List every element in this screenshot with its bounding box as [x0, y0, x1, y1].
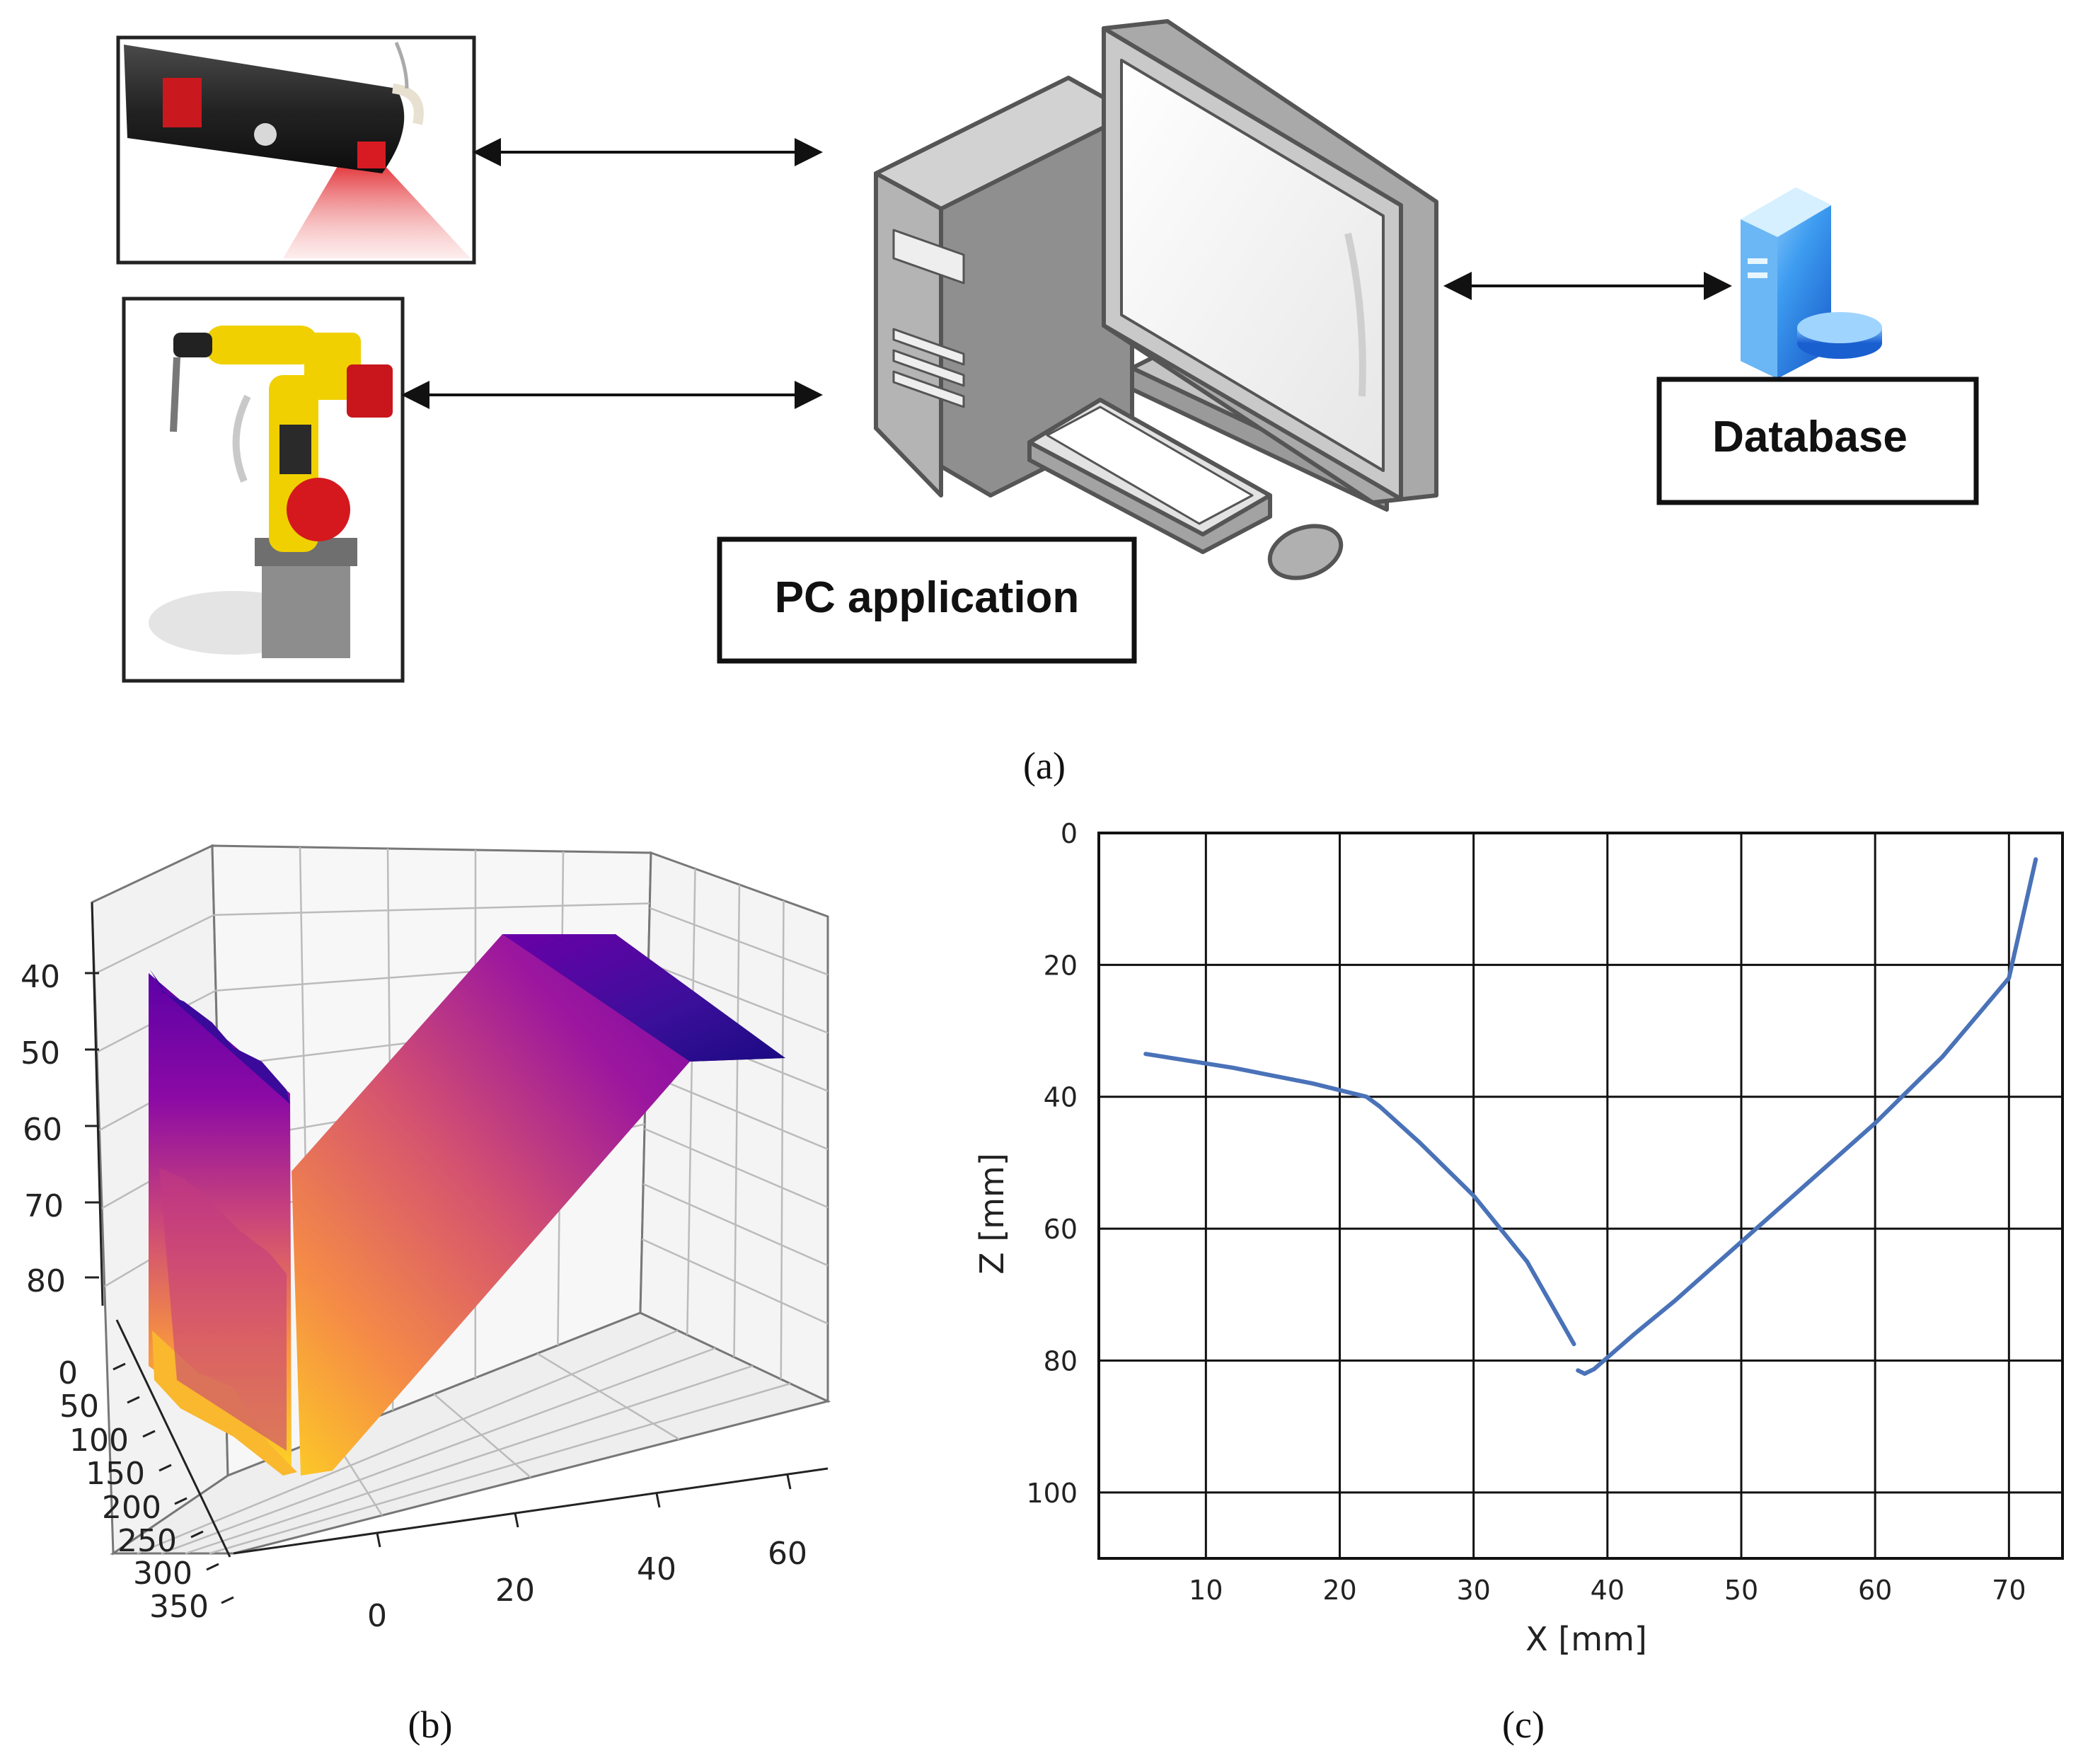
- grid-line-3d: [647, 962, 829, 1034]
- database-server-icon: [1741, 188, 1882, 379]
- x-tick-mark: [514, 1512, 519, 1528]
- x-tick-label: 40: [1591, 1575, 1625, 1606]
- z-tick-label: 60: [23, 1112, 62, 1148]
- y-tick-label: 80: [1044, 1345, 1078, 1376]
- y-tick-mark: [158, 1464, 172, 1472]
- x-tick-label: 10: [1189, 1575, 1223, 1606]
- grid-line-3d: [161, 1347, 716, 1555]
- welding-robot-photo: [122, 297, 405, 683]
- x-tick-label: 60: [1858, 1575, 1892, 1606]
- grid-line-3d: [780, 900, 785, 1379]
- x-tick-label: 0: [367, 1598, 387, 1634]
- grid-line-3d: [733, 884, 741, 1357]
- y-tick-mark: [142, 1430, 156, 1438]
- surface: [149, 934, 785, 1476]
- series-line-1: [1143, 1052, 1576, 1347]
- grid-line-3d: [536, 1352, 680, 1440]
- y-tick-label: 250: [117, 1523, 177, 1559]
- x-tick-label: 60: [768, 1536, 807, 1572]
- database-box: [1656, 377, 1979, 505]
- grid-line-3d: [93, 914, 214, 975]
- grid-line-3d: [645, 1072, 829, 1150]
- x-tick-label: 70: [1992, 1575, 2026, 1606]
- y-tick-label: 100: [1026, 1478, 1078, 1509]
- grid-line-3d: [137, 1329, 679, 1555]
- y-tick-label: 0: [58, 1355, 78, 1391]
- y-tick-mark: [127, 1396, 140, 1404]
- caption-a: (a): [1023, 745, 1066, 787]
- y-axis-label: Z [mm]: [973, 1153, 1011, 1275]
- pc-application-label: PC application: [775, 573, 1080, 622]
- chart-series: [1143, 857, 2038, 1376]
- series-line-2: [1576, 857, 2038, 1376]
- y-tick-mark: [221, 1596, 234, 1604]
- y-tick-label: 0: [1061, 818, 1078, 849]
- laser-scanner-photo: [116, 35, 476, 265]
- profile-line-chart: 0 20 40 60 80 100 10 20 30 40 50 60 70 X [mm] Z [mm…: [973, 818, 2064, 1746]
- chart-grid: [1097, 832, 2064, 1560]
- x-tick-mark: [786, 1474, 792, 1490]
- z-tick-label: 50: [21, 1035, 60, 1071]
- grid-line-3d: [214, 902, 650, 916]
- grid-line-3d: [686, 868, 696, 1335]
- pc-application-box: [717, 536, 1137, 664]
- caption-b: (b): [408, 1703, 453, 1746]
- y-tick-label: 300: [133, 1556, 192, 1592]
- y-tick-label: 150: [86, 1456, 145, 1492]
- y-tick-label: 40: [1044, 1082, 1078, 1113]
- desktop-computer-icon: [874, 19, 1438, 580]
- surface-3d-plot: 40 50 60 70 80 0 50 100 150 200 250 300 …: [21, 844, 831, 1746]
- x-tick-label: 40: [637, 1551, 676, 1587]
- y-tick-mark: [112, 1362, 126, 1371]
- y-axis-ticks: 0 20 40 60 80 100: [1026, 818, 1078, 1509]
- y-tick-label: 20: [1044, 950, 1078, 981]
- system-architecture-diagram: PC application Database (a): [116, 19, 1979, 787]
- x-tick-label: 30: [1456, 1575, 1490, 1606]
- y-tick-label: 60: [1044, 1214, 1078, 1245]
- grid-line-3d: [641, 1238, 829, 1325]
- y-tick-mark: [190, 1530, 204, 1539]
- grid-line-3d: [644, 1127, 829, 1209]
- y-tick-label: 50: [59, 1389, 99, 1425]
- y-tick-label: 200: [102, 1490, 161, 1526]
- database-label: Database: [1712, 413, 1908, 461]
- y-tick-label: 100: [69, 1422, 129, 1459]
- y-tick-mark: [174, 1497, 188, 1505]
- x-tick-mark: [655, 1493, 661, 1508]
- grid-line-3d: [642, 1183, 829, 1267]
- x-tick-label: 20: [495, 1573, 535, 1609]
- x-axis-ticks: 10 20 30 40 50 60 70: [1189, 1575, 2026, 1606]
- z-tick-label: 80: [26, 1263, 66, 1299]
- caption-c: (c): [1502, 1703, 1545, 1746]
- y-tick-mark: [206, 1563, 219, 1571]
- x-tick-label: 20: [1322, 1575, 1356, 1606]
- plot-area: [1097, 832, 2064, 1560]
- z-tick-label: 70: [24, 1188, 64, 1224]
- x-tick-mark: [376, 1532, 381, 1548]
- x-tick-label: 50: [1724, 1575, 1758, 1606]
- grid-line-3d: [209, 1382, 791, 1555]
- x-axis-label: X [mm]: [1525, 1620, 1647, 1658]
- z-tick-label: 40: [21, 959, 60, 995]
- y-tick-label: 350: [149, 1589, 209, 1625]
- grid-line-3d: [185, 1364, 754, 1555]
- grid-line-3d: [649, 907, 829, 976]
